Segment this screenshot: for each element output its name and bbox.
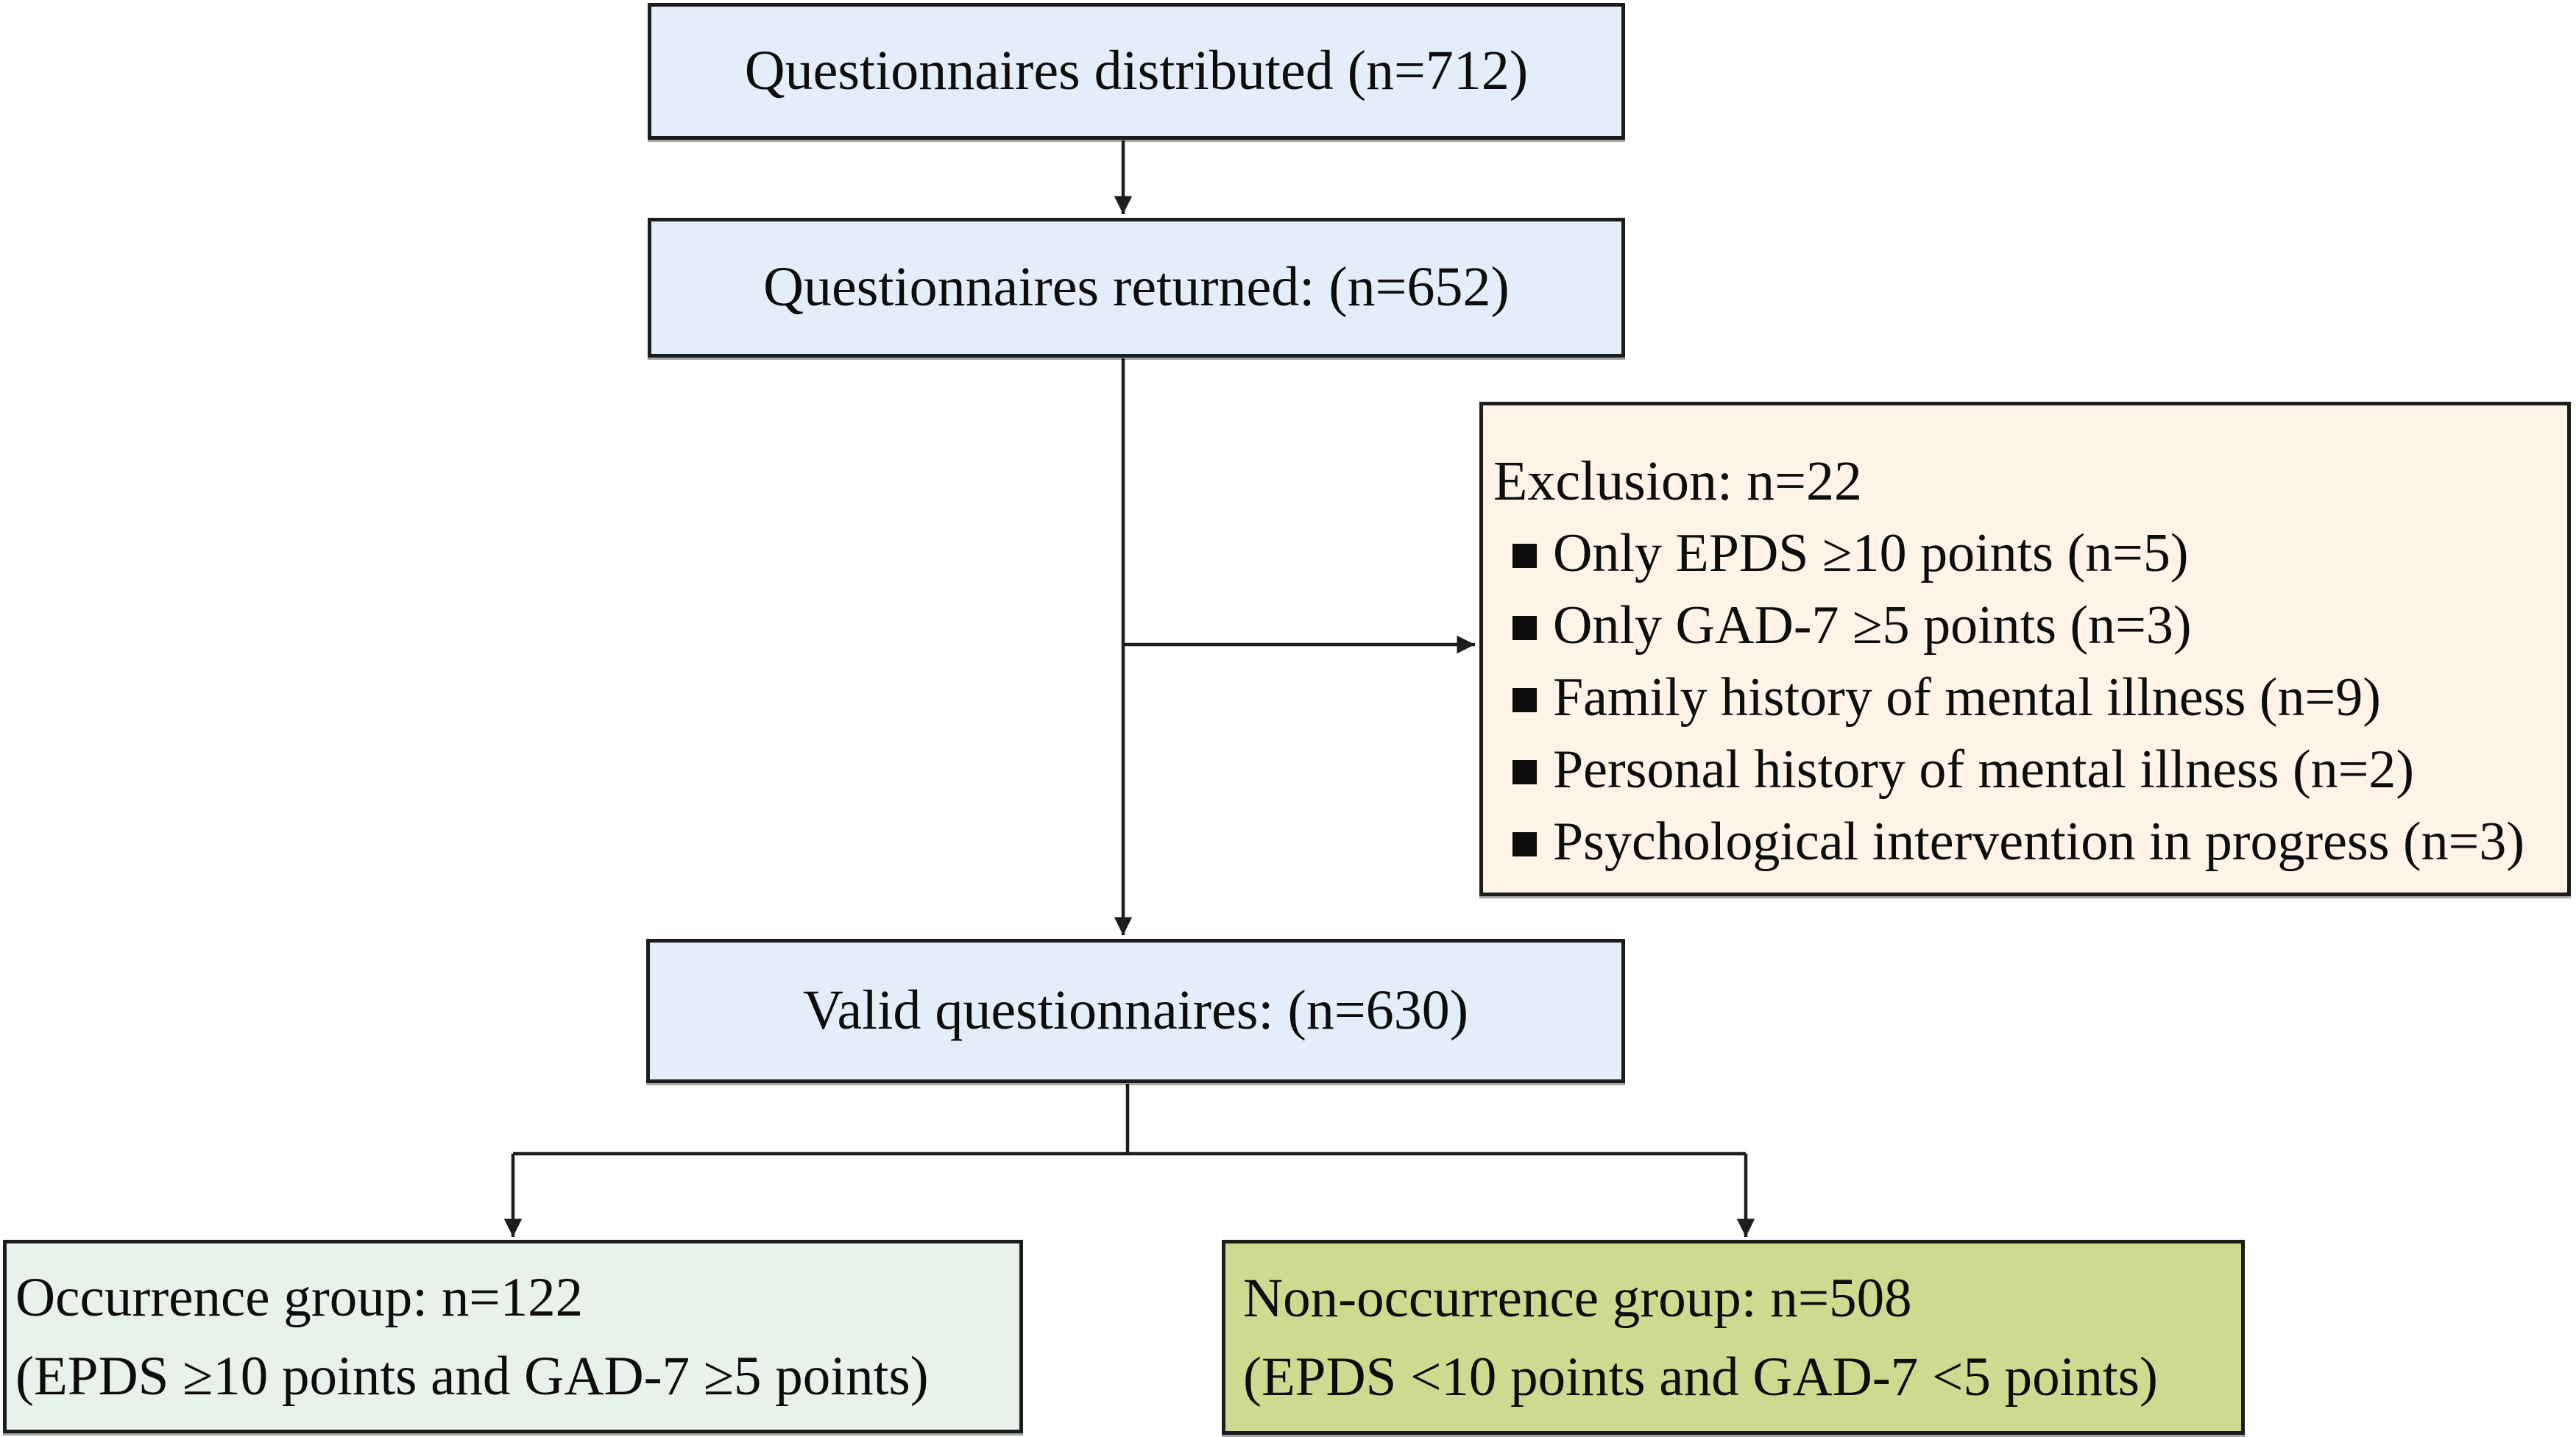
bullet-square-icon xyxy=(1512,688,1537,712)
node-occurrence-group: Occurrence group: n=122 (EPDS ≥10 points… xyxy=(3,1240,1023,1433)
exclusion-item-text: Personal history of mental illness (n=2) xyxy=(1553,739,2415,800)
occurrence-group-line1: Occurrence group: n=122 xyxy=(15,1266,584,1328)
node-questionnaires-distributed-label: Questionnaires distributed (n=712) xyxy=(744,40,1529,102)
exclusion-item: Only EPDS ≥10 points (n=5) xyxy=(1512,517,2552,589)
bullet-square-icon xyxy=(1512,544,1537,568)
exclusion-item-text: Psychological intervention in progress (… xyxy=(1553,812,2525,872)
occurrence-group-line2: (EPDS ≥10 points and GAD-7 ≥5 points) xyxy=(15,1345,929,1407)
bullet-square-icon xyxy=(1512,832,1537,856)
bullet-square-icon xyxy=(1512,760,1537,784)
exclusion-item: Psychological intervention in progress (… xyxy=(1512,806,2552,878)
node-non-occurrence-group: Non-occurrence group: n=508 (EPDS <10 po… xyxy=(1222,1240,2245,1435)
node-questionnaires-distributed: Questionnaires distributed (n=712) xyxy=(648,3,1625,140)
exclusion-item: Personal history of mental illness (n=2) xyxy=(1512,734,2552,806)
exclusion-item-text: Only GAD-7 ≥5 points (n=3) xyxy=(1553,595,2192,656)
exclusion-item-text: Family history of mental illness (n=9) xyxy=(1553,667,2381,728)
exclusion-title: Exclusion: n=22 xyxy=(1493,450,1862,512)
bullet-square-icon xyxy=(1512,616,1537,640)
exclusion-item: Only GAD-7 ≥5 points (n=3) xyxy=(1512,589,2552,661)
node-valid-questionnaires: Valid questionnaires: (n=630) xyxy=(646,939,1625,1083)
exclusion-item: Family history of mental illness (n=9) xyxy=(1512,661,2552,734)
non-occurrence-group-line2: (EPDS <10 points and GAD-7 <5 points) xyxy=(1243,1346,2158,1408)
node-questionnaires-returned-label: Questionnaires returned: (n=652) xyxy=(763,256,1510,319)
node-exclusion: Exclusion: n=22 Only EPDS ≥10 points (n=… xyxy=(1479,402,2571,896)
node-valid-questionnaires-label: Valid questionnaires: (n=630) xyxy=(802,979,1469,1042)
non-occurrence-group-line1: Non-occurrence group: n=508 xyxy=(1243,1267,1912,1329)
exclusion-item-text: Only EPDS ≥10 points (n=5) xyxy=(1553,523,2189,583)
node-questionnaires-returned: Questionnaires returned: (n=652) xyxy=(648,218,1625,358)
exclusion-list: Only EPDS ≥10 points (n=5) Only GAD-7 ≥5… xyxy=(1493,517,2552,878)
